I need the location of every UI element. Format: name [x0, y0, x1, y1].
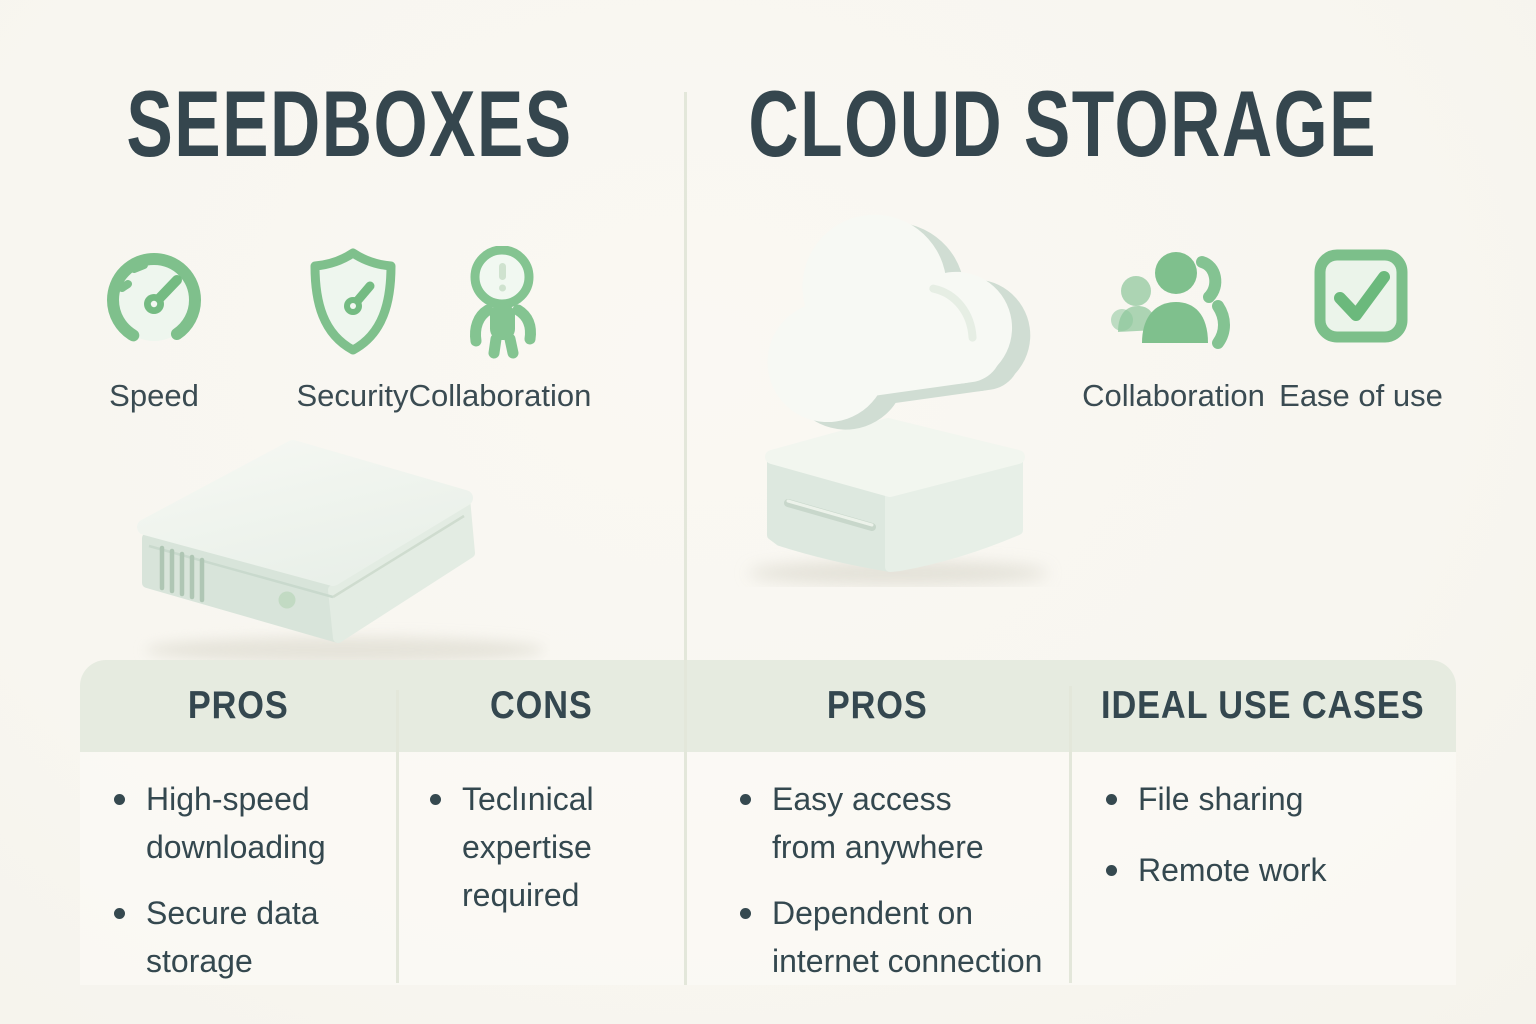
feature-speed: Speed [86, 246, 222, 414]
seedbox-illustration [137, 440, 545, 663]
list-item: Teclınical expertise required [424, 775, 654, 919]
table-header-band [80, 660, 1456, 752]
cloud-storage-title: CLOUD STORAGE [690, 71, 1436, 176]
header-cons-left: CONS [489, 684, 593, 727]
list-item: Secure data storage [108, 889, 368, 985]
people-icon [1106, 246, 1242, 364]
page-title: SEEDBOXES [126, 71, 574, 176]
feature-label: Collaboration [1082, 378, 1265, 413]
pros-list-cloud: Easy access from anywhere Dependent on i… [734, 775, 1054, 1003]
list-item: High-speed downloading [108, 775, 368, 871]
speedometer-icon [98, 246, 210, 364]
feature-collaboration-right: Collaboration [1076, 246, 1271, 414]
feature-label: Collaboration [408, 378, 592, 413]
list-item: Easy access from anywhere [734, 775, 1054, 871]
list-item: Remote work [1100, 846, 1430, 894]
shield-icon [303, 246, 403, 364]
person-icon [452, 246, 548, 364]
header-pros-left: PROS [187, 684, 289, 727]
feature-ease-of-use: Ease of use [1266, 246, 1456, 414]
feature-label: Speed [109, 378, 199, 413]
cons-list-seedboxes: Teclınical expertise required [424, 775, 654, 937]
checkbox-check-icon [1311, 246, 1411, 364]
table-body [80, 752, 1456, 985]
pros-list-seedboxes: High-speed downloading Secure data stora… [108, 775, 368, 1003]
column-divider [1069, 686, 1072, 983]
list-item: File sharing [1100, 775, 1430, 823]
feature-label: Security [296, 378, 409, 413]
page-title: CLOUD STORAGE [748, 71, 1378, 176]
ideal-use-cases-list: File sharing Remote work [1100, 775, 1430, 917]
column-divider [396, 690, 399, 983]
list-item: Dependent on internet connection [734, 889, 1054, 985]
feature-collaboration-left: Collaboration [405, 246, 595, 414]
feature-security: Security [270, 246, 435, 414]
central-divider [684, 92, 687, 985]
feature-label: Ease of use [1279, 378, 1443, 413]
header-pros-right: PROS [826, 684, 928, 727]
header-ideal-use-cases: IDEAL USE CASES [1101, 684, 1425, 727]
cloud-storage-illustration [748, 214, 1048, 585]
seedboxes-title: SEEDBOXES [0, 71, 700, 176]
